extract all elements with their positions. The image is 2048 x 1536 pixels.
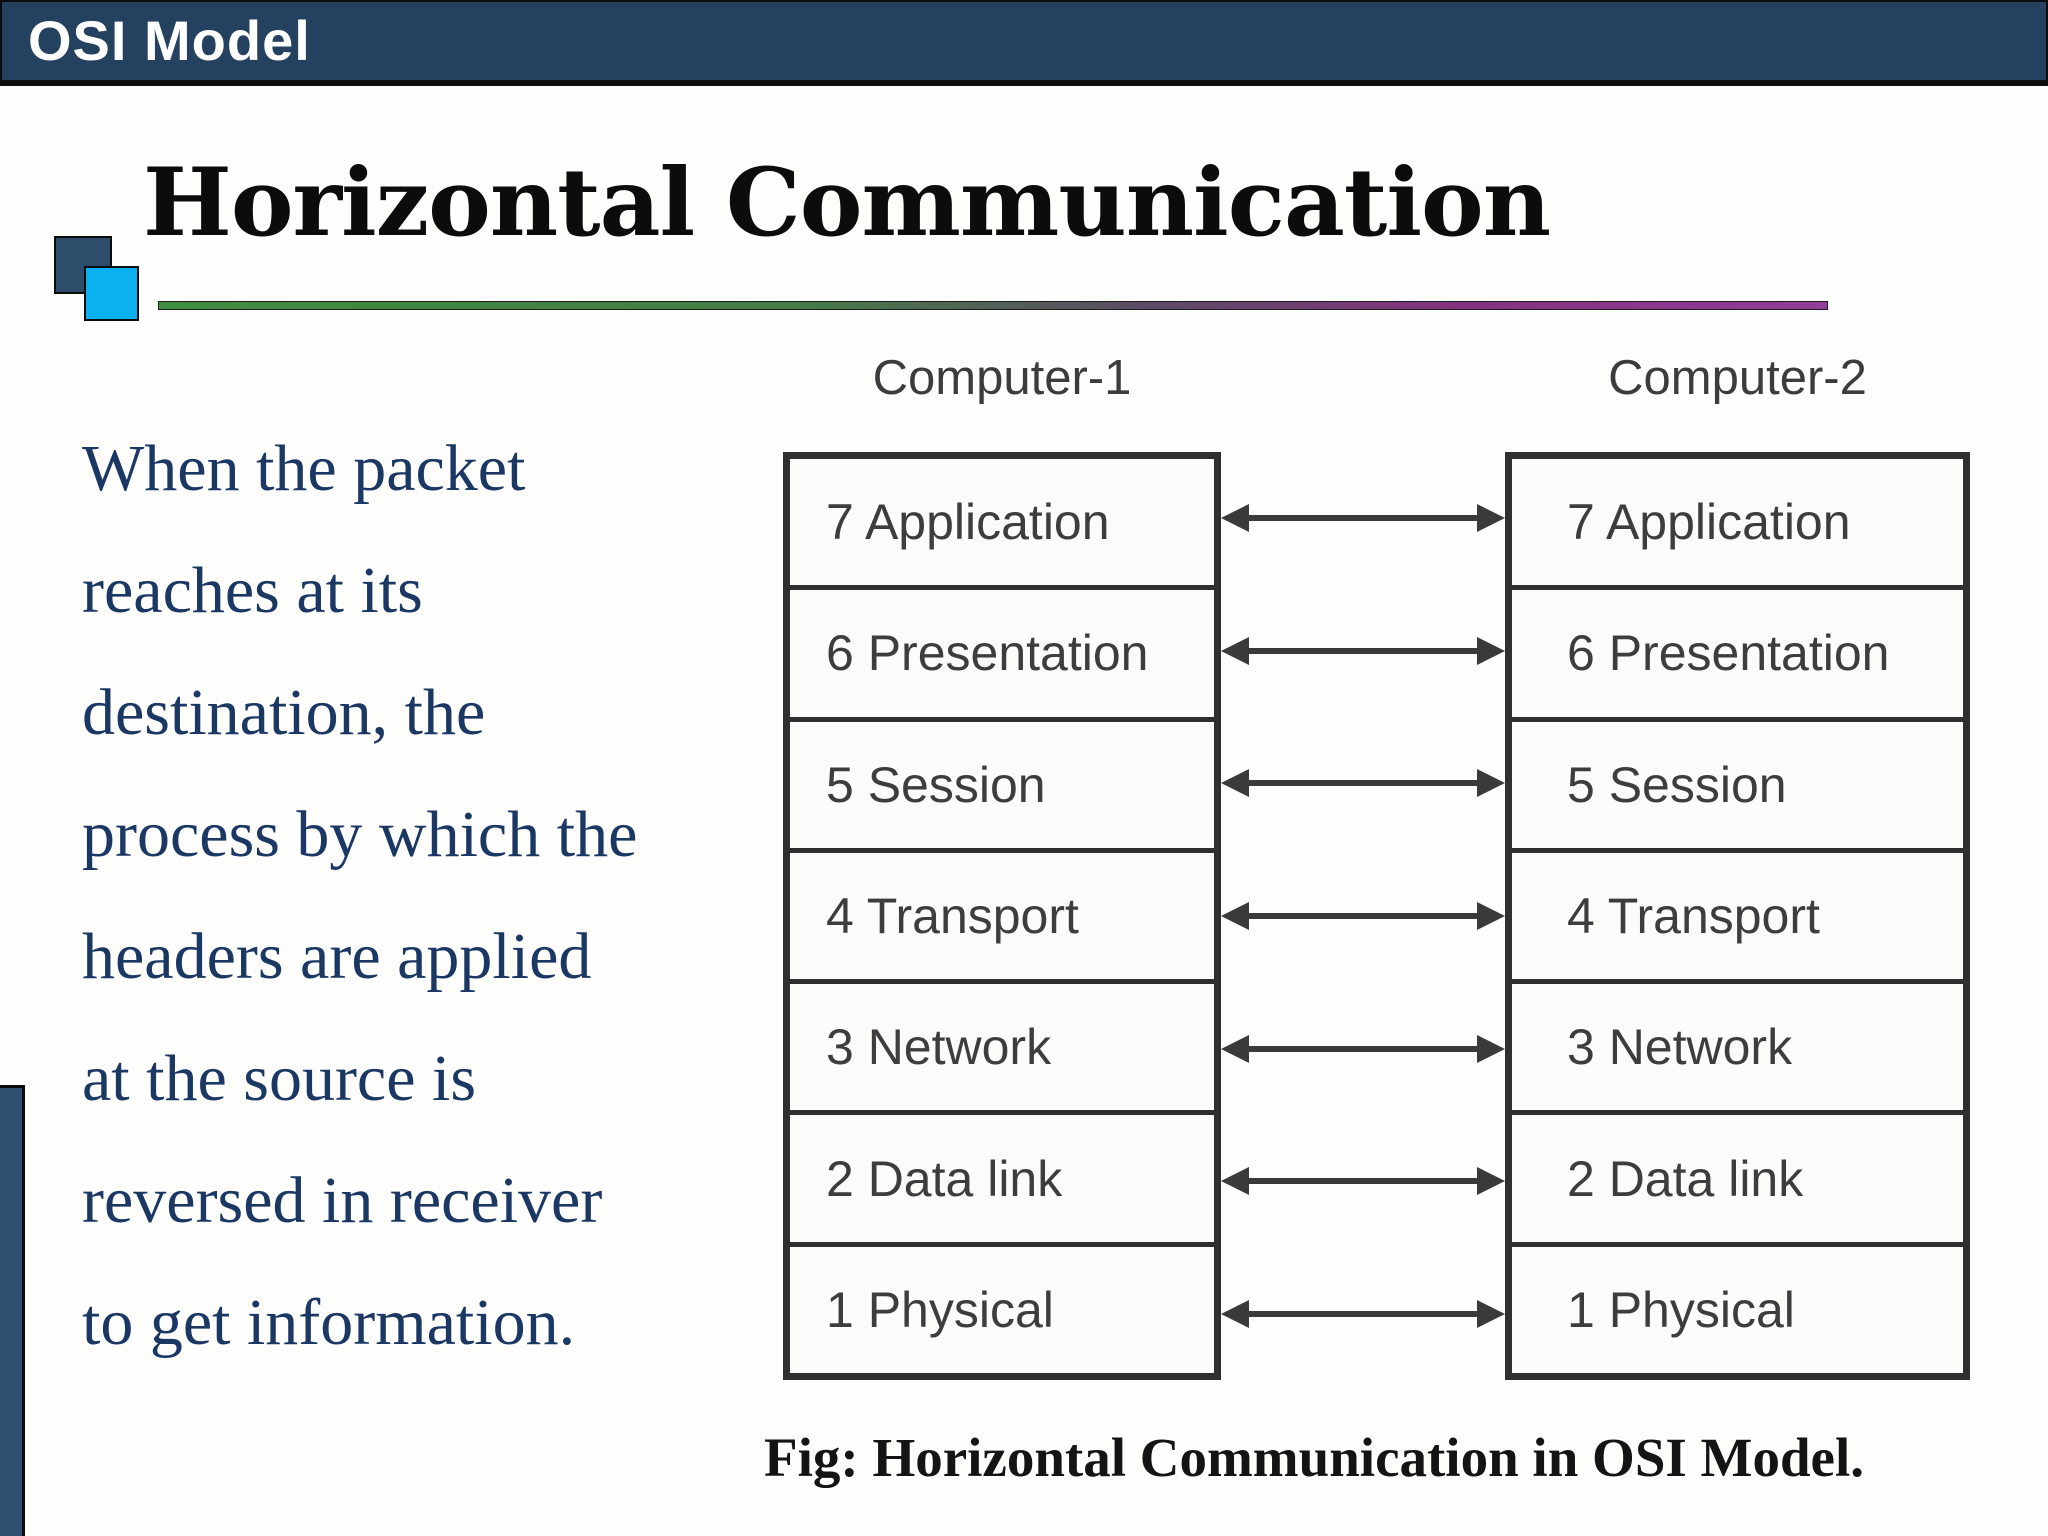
computer2-label: Computer-2 [1608, 351, 1867, 405]
body-line: When the packet [82, 432, 526, 505]
layer-row-application: 7 Application [1512, 459, 1963, 591]
double-arrow-presentation [1221, 585, 1505, 718]
computer1-osi-stack: 7 Application 6 Presentation 5 Session 4… [783, 452, 1221, 1380]
decor-square-navy [54, 236, 112, 294]
body-line: reversed in receiver [82, 1164, 603, 1237]
double-arrow-application [1221, 452, 1505, 585]
layer-row-application: 7 Application [790, 459, 1214, 591]
body-line: headers are applied [82, 920, 592, 993]
body-line: to get information. [82, 1286, 576, 1359]
peer-communication-arrows [1221, 452, 1505, 1380]
body-line: destination, the [82, 676, 486, 749]
layer-row-session: 5 Session [790, 722, 1214, 853]
double-arrow-datalink [1221, 1115, 1505, 1248]
double-arrow-physical [1221, 1247, 1505, 1380]
computer1-label: Computer-1 [872, 351, 1132, 405]
title-underline-rule [158, 301, 1828, 310]
layer-row-transport: 4 Transport [1512, 853, 1963, 985]
layer-row-datalink: 2 Data link [1512, 1115, 1963, 1247]
figure-caption: Fig: Horizontal Communication in OSI Mod… [764, 1427, 1864, 1488]
double-arrow-icon [1221, 1299, 1505, 1328]
layer-row-transport: 4 Transport [790, 853, 1214, 985]
header-title: OSI Model [28, 9, 311, 72]
computer2-osi-stack: 7 Application 6 Presentation 5 Session 4… [1505, 452, 1970, 1380]
layer-row-datalink: 2 Data link [790, 1115, 1214, 1247]
left-edge-accent-bar [0, 1085, 25, 1536]
double-arrow-icon [1221, 769, 1505, 798]
double-arrow-session [1221, 717, 1505, 850]
double-arrow-transport [1221, 850, 1505, 983]
layer-row-presentation: 6 Presentation [1512, 590, 1963, 722]
body-paragraph: When the packet reaches at its destinati… [82, 408, 637, 1384]
slide-header-bar: OSI Model [0, 0, 2048, 86]
layer-row-physical: 1 Physical [826, 1281, 1054, 1338]
double-arrow-icon [1221, 504, 1505, 533]
double-arrow-icon [1221, 1034, 1505, 1063]
layer-row-network: 3 Network [1512, 984, 1963, 1116]
body-line: process by which the [82, 798, 638, 871]
body-line: reaches at its [82, 554, 423, 627]
double-arrow-icon [1221, 636, 1505, 665]
body-line: at the source is [82, 1042, 477, 1115]
double-arrow-icon [1221, 1167, 1505, 1196]
layer-row-session: 5 Session [1512, 722, 1963, 853]
double-arrow-network [1221, 982, 1505, 1115]
layer-row-presentation: 6 Presentation [790, 590, 1214, 722]
decor-square-cyan [84, 266, 139, 321]
double-arrow-icon [1221, 902, 1505, 931]
layer-row-network: 3 Network [790, 984, 1214, 1116]
slide-title: Horizontal Communication [143, 148, 1551, 258]
layer-row-physical: 1 Physical [1567, 1281, 1795, 1338]
